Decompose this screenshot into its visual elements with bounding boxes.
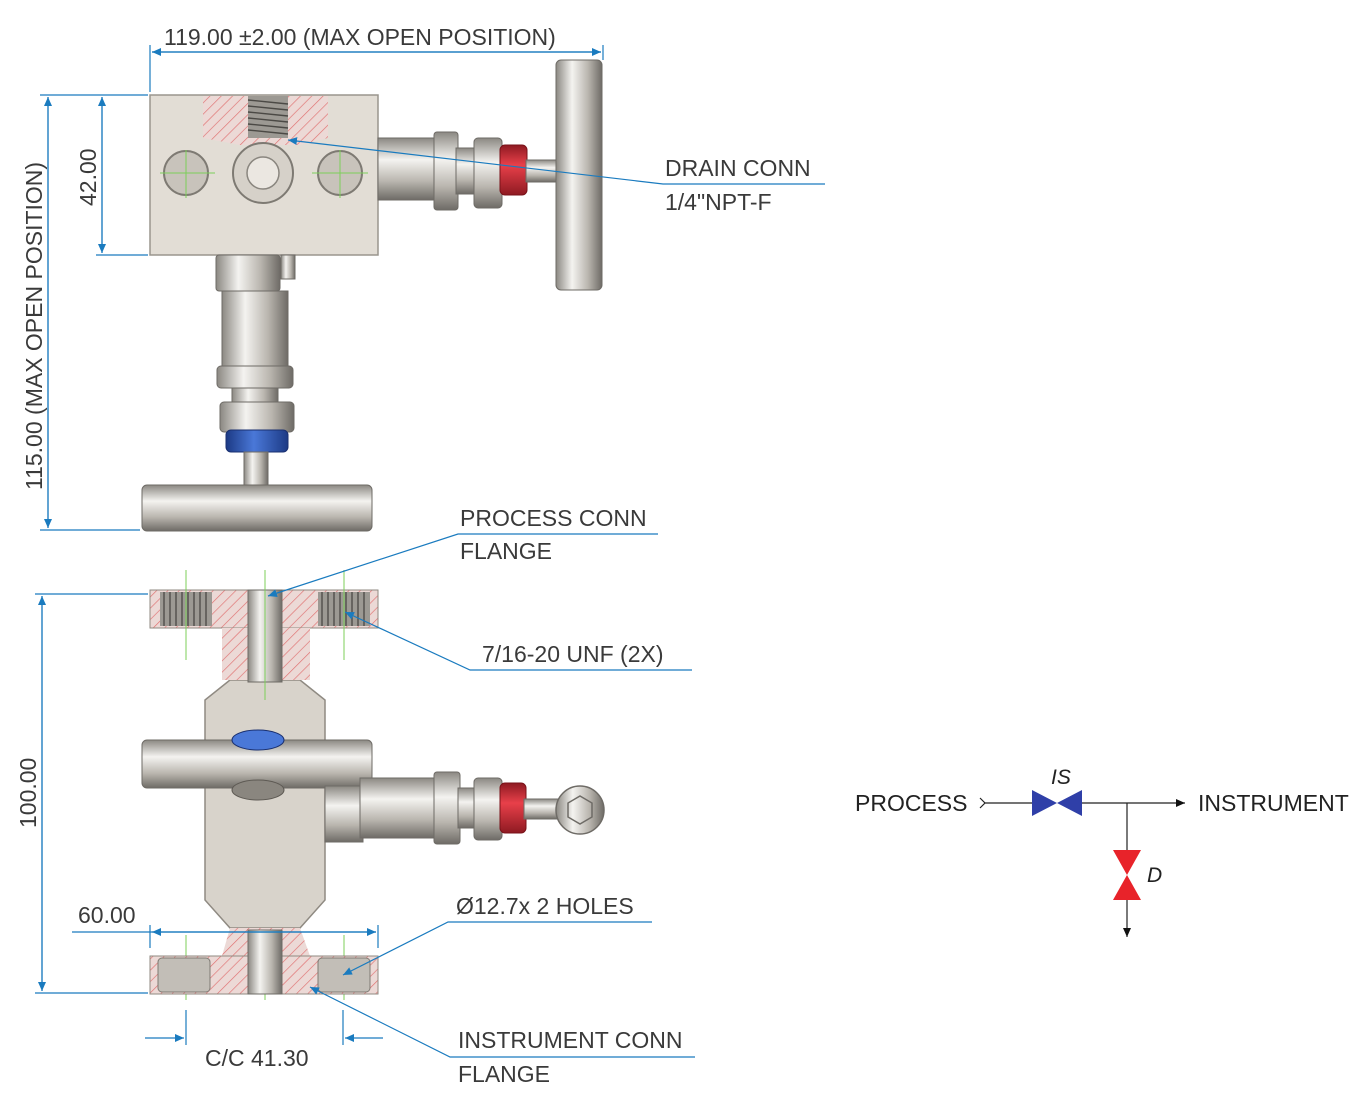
instrument-conn-sub: FLANGE — [458, 1061, 550, 1087]
leader-unf — [344, 611, 692, 671]
leader-holes — [342, 921, 652, 976]
dim-width-top: 119.00 ±2.00 (MAX OPEN POSITION) — [164, 24, 556, 50]
drain-conn-size: 1/4"NPT-F — [665, 189, 772, 215]
drain-valve-symbol — [1113, 850, 1141, 900]
schematic-d-label: D — [1147, 864, 1162, 887]
hex-end — [555, 785, 605, 835]
dim-height-bottom: 100.00 — [15, 758, 41, 828]
manifold-body — [204, 679, 326, 929]
red-knob — [499, 144, 528, 196]
dimension-lines — [35, 45, 604, 1045]
dim-height-left: 115.00 (MAX OPEN POSITION) — [21, 162, 47, 490]
is-valve-symbol — [1032, 790, 1082, 816]
dim-flange-width: 60.00 — [78, 902, 136, 928]
blue-knob — [225, 429, 289, 453]
leader-lines — [267, 137, 825, 1058]
drain-conn-label: DRAIN CONN — [665, 155, 811, 181]
top-view — [141, 59, 603, 532]
instrument-conn-label: INSTRUMENT CONN — [458, 1027, 682, 1053]
schematic: PROCESS INSTRUMENT IS D — [855, 766, 1349, 937]
dimension-texts: 119.00 ±2.00 (MAX OPEN POSITION) 115.00 … — [15, 24, 556, 1071]
t-handle-right — [555, 59, 603, 291]
process-conn-sub: FLANGE — [460, 538, 552, 564]
leader-instrument — [309, 986, 695, 1058]
leader-process — [267, 533, 658, 598]
callout-texts: DRAIN CONN 1/4"NPT-F PROCESS CONN FLANGE… — [456, 155, 811, 1087]
schematic-is-label: IS — [1051, 766, 1071, 789]
unf-label: 7/16-20 UNF (2X) — [482, 641, 664, 667]
front-view — [141, 570, 605, 1000]
dim-height-block: 42.00 — [75, 148, 101, 206]
schematic-instrument: INSTRUMENT — [1198, 790, 1349, 816]
t-handle-bottom — [141, 484, 373, 532]
leader-drain — [287, 137, 825, 185]
red-knob-front — [499, 782, 527, 834]
holes-label: Ø12.7x 2 HOLES — [456, 893, 634, 919]
schematic-process: PROCESS — [855, 790, 967, 816]
process-conn-label: PROCESS CONN — [460, 505, 647, 531]
dim-center-to-center: C/C 41.30 — [205, 1045, 309, 1071]
